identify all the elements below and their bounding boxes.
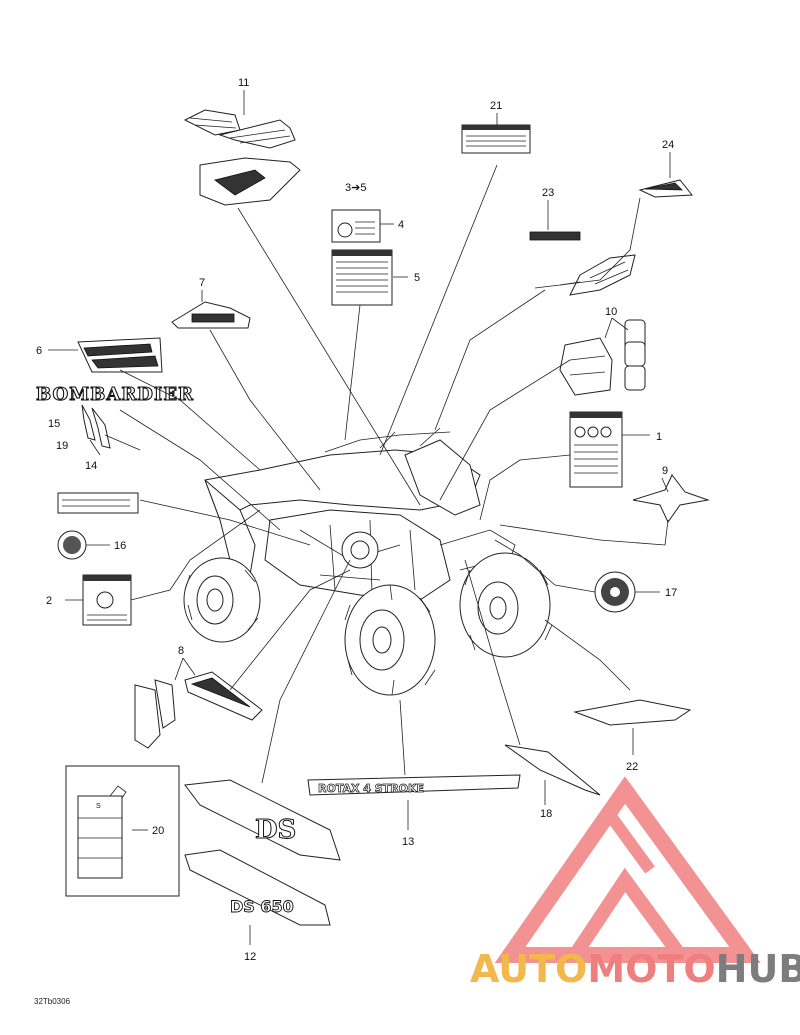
decal-14-15-19 <box>81 404 111 449</box>
callout-numbers: 1 2 3➔5 4 5 6 7 8 9 10 11 12 13 14 15 16… <box>36 77 677 963</box>
callout-9: 9 <box>662 465 668 477</box>
decal-brand: BOMBARDIER <box>35 383 194 405</box>
callout-16: 16 <box>114 540 126 552</box>
callout-3-to-5: 3➔5 <box>345 182 366 194</box>
atv-illustration <box>183 427 553 696</box>
callout-1: 1 <box>656 431 662 443</box>
callout-17: 17 <box>665 587 677 599</box>
decal-4 <box>331 209 381 243</box>
decal-22 <box>573 699 692 726</box>
callout-10: 10 <box>605 306 617 318</box>
decal-10 <box>559 319 646 396</box>
decal-21 <box>461 124 531 154</box>
decal-12: DS DS 650 <box>184 779 341 926</box>
callout-4: 4 <box>398 219 404 231</box>
callout-18: 18 <box>540 808 552 820</box>
callout-8: 8 <box>178 645 184 657</box>
brand-decal-text: BOMBARDIER <box>36 384 194 405</box>
decal-24 <box>638 179 693 198</box>
watermark-hub: HUB <box>716 947 800 991</box>
decal-6 <box>77 337 163 373</box>
rotax-decal-text: ROTAX 4 STROKE <box>318 782 424 795</box>
callout-11: 11 <box>238 77 249 89</box>
decal-13: ROTAX 4 STROKE <box>307 774 521 796</box>
ds-decal-text: DS <box>255 815 296 845</box>
watermark-auto: AUTO <box>470 947 587 991</box>
decal-label-left <box>57 492 139 514</box>
callout-5: 5 <box>414 272 420 284</box>
ds650-decal-text: DS 650 <box>230 897 294 916</box>
callout-12: 12 <box>244 951 256 963</box>
decal-1 <box>569 411 623 488</box>
decal-9 <box>632 474 710 523</box>
decal-2 <box>82 574 132 626</box>
decal-11 <box>183 109 301 206</box>
callout-20: 20 <box>152 825 164 837</box>
callout-7: 7 <box>199 277 205 289</box>
decal-16 <box>57 530 87 560</box>
decal-5 <box>331 249 393 306</box>
callout-6: 6 <box>36 345 42 357</box>
decal-18 <box>504 744 601 796</box>
watermark-moto: MOTO <box>587 947 715 991</box>
decal-17 <box>594 571 636 613</box>
leader-lines <box>48 90 671 945</box>
callout-22: 22 <box>626 761 638 773</box>
callout-19: 19 <box>56 440 68 452</box>
reference-code: 32Tb0306 <box>34 997 71 1006</box>
callout-2: 2 <box>46 595 52 607</box>
decal-8 <box>134 671 263 749</box>
decal-23 <box>529 231 636 296</box>
decal-20: S <box>65 765 180 897</box>
callout-21: 21 <box>490 100 502 112</box>
watermark-logo <box>494 776 761 963</box>
callout-23: 23 <box>542 187 554 199</box>
tag-letter: S <box>96 803 101 810</box>
callout-14: 14 <box>85 460 97 472</box>
decal-7 <box>171 301 251 329</box>
watermark-text: AUTOMOTOHUB <box>470 947 800 991</box>
callout-24: 24 <box>662 139 674 151</box>
callout-13: 13 <box>402 836 414 848</box>
callout-15: 15 <box>48 418 60 430</box>
